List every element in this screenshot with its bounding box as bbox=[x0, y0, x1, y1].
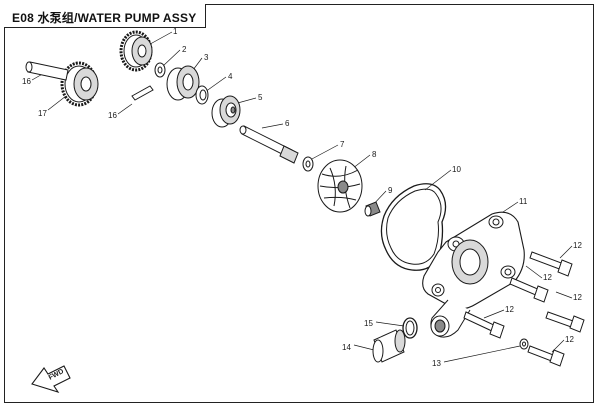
bolt-12-d bbox=[463, 311, 505, 339]
bolt-12-c bbox=[545, 311, 585, 333]
title-box: E08 水泵组/WATER PUMP ASSY bbox=[4, 4, 206, 28]
diagram-title: E08 水泵组/WATER PUMP ASSY bbox=[12, 11, 197, 25]
bolt-12-a bbox=[529, 251, 573, 277]
callout-12-d: 12 bbox=[505, 305, 514, 314]
hose-fitting-14 bbox=[372, 329, 406, 363]
bearing-3 bbox=[166, 62, 200, 104]
callout-13: 13 bbox=[432, 359, 441, 368]
impeller-bolt-9 bbox=[364, 201, 381, 217]
callout-4: 4 bbox=[228, 72, 233, 81]
impeller-8 bbox=[317, 159, 363, 213]
callout-12-b: 12 bbox=[543, 273, 552, 282]
oil-seal-5 bbox=[211, 95, 241, 128]
callout-12-c: 12 bbox=[573, 293, 582, 302]
callout-5: 5 bbox=[258, 93, 263, 102]
callout-14: 14 bbox=[342, 343, 351, 352]
drive-gear-17 bbox=[60, 61, 99, 107]
callout-17: 17 bbox=[38, 109, 47, 118]
callout-16-b: 16 bbox=[108, 111, 117, 120]
diagram-frame bbox=[4, 4, 594, 403]
washer-2 bbox=[154, 62, 166, 78]
callout-7: 7 bbox=[340, 140, 345, 149]
fwd-arrow-icon: FWD bbox=[31, 365, 71, 393]
gear-shaft-18 bbox=[25, 61, 69, 81]
o-ring-15 bbox=[402, 317, 418, 339]
bolt-12-b bbox=[509, 277, 549, 303]
gasket-10 bbox=[380, 183, 447, 271]
callout-16-a: 16 bbox=[22, 77, 31, 86]
callout-15: 15 bbox=[364, 319, 373, 328]
callout-1: 1 bbox=[173, 27, 178, 36]
pump-cover-11 bbox=[422, 211, 525, 338]
driven-gear-1 bbox=[119, 30, 153, 72]
callout-12-e: 12 bbox=[565, 335, 574, 344]
washer-7 bbox=[302, 156, 314, 172]
dowel-pin-16 bbox=[131, 85, 154, 101]
callout-2: 2 bbox=[182, 45, 187, 54]
callout-12-a: 12 bbox=[573, 241, 582, 250]
pump-shaft-6 bbox=[239, 125, 299, 164]
bolt-12-e bbox=[527, 345, 565, 367]
callout-3: 3 bbox=[204, 53, 209, 62]
callout-11: 11 bbox=[519, 197, 528, 206]
callout-6: 6 bbox=[285, 119, 290, 128]
callout-9: 9 bbox=[388, 186, 393, 195]
callout-8: 8 bbox=[372, 150, 377, 159]
circlip-4 bbox=[195, 85, 209, 105]
callout-numbers: 1 2 3 4 5 6 7 8 9 10 11 12 12 12 12 12 1… bbox=[22, 27, 582, 368]
washer-13 bbox=[519, 338, 529, 350]
callout-10: 10 bbox=[452, 165, 461, 174]
leader-lines bbox=[31, 31, 573, 363]
